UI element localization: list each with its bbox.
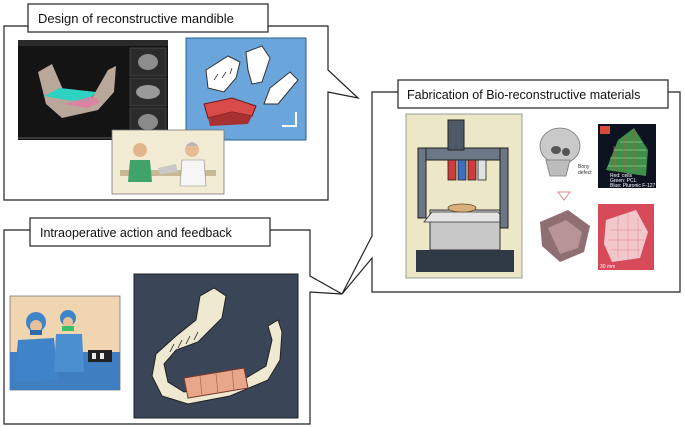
legend-green: Green: PCL	[610, 178, 637, 184]
printed-scaffold-image: 30 mm	[598, 204, 654, 270]
fabrication-title: Fabrication of Bio-reconstructive materi…	[407, 88, 640, 102]
design-title-box	[27, 3, 269, 33]
design-title: Design of reconstructive mandible	[38, 11, 234, 26]
reconstructed-mandible-image	[133, 273, 299, 419]
legend-blue: Blue: Pluronic F-127	[610, 183, 656, 189]
bony-defect-label-line1: Bony	[578, 164, 590, 170]
bioprinter-image	[405, 113, 523, 279]
printed-layer-image: Red: cells Green: PCL Blue: Pluronic F-1…	[598, 124, 656, 189]
intraoperative-title-box	[29, 217, 271, 247]
process-arrow	[557, 191, 571, 201]
intraoperative-panel: Intraoperative action and feedback	[3, 217, 343, 425]
legend-red: Red: cells	[610, 173, 632, 179]
fabrication-panel: Fabrication of Bio-reconstructive materi…	[341, 79, 681, 295]
scale-label: 30 mm	[600, 264, 615, 270]
mandible-model-image	[185, 37, 307, 141]
surgeons-image	[9, 295, 121, 391]
design-panel: Design of reconstructive mandible	[3, 3, 360, 201]
fabrication-title-box	[397, 79, 669, 109]
designed-implant-image	[540, 210, 590, 262]
skull-defect-image: Bony defect	[534, 122, 594, 186]
ct-software-image	[18, 40, 168, 140]
consultation-image	[111, 129, 225, 195]
intraoperative-title: Intraoperative action and feedback	[40, 226, 233, 240]
bony-defect-label-line2: defect	[578, 170, 592, 176]
